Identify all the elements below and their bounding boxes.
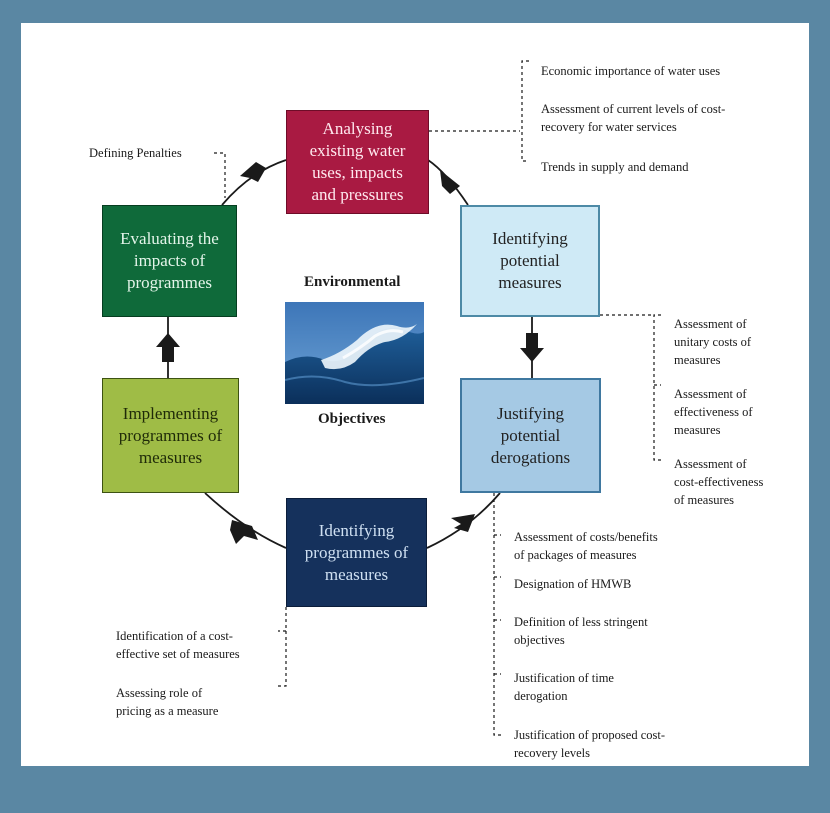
note-analysis-2: Assessment of current levels of cost- re… [541, 102, 726, 134]
note-derogations-2: Designation of HMWB [514, 577, 632, 591]
note-defining-penalties: Defining Penalties [89, 146, 182, 160]
step-identifying-measures-label: Identifying potential measures [492, 229, 568, 292]
step-implementing-label: Implementing programmes of measures [118, 403, 223, 467]
center-title-top: Environmental [304, 274, 401, 290]
note-derogations-3: Definition of less stringent objectives [514, 615, 648, 647]
arrow-top-right [438, 170, 460, 194]
step-justifying-label: Justifying potential derogations [490, 403, 571, 467]
bracket-measures [653, 314, 661, 461]
step-programmes-label: Identifying programmes of measures [304, 520, 409, 584]
cycle-arc-bottom-left [204, 492, 287, 549]
note-measures-2: Assessment of effectiveness of measures [674, 387, 753, 437]
note-analysis-3: Trends in supply and demand [541, 160, 689, 174]
bracket-analysis [521, 60, 529, 162]
step-implementing-box: Implementing programmes of measures [102, 378, 239, 493]
arrow-left [156, 333, 180, 362]
step-justifying-box: Justifying potential derogations [460, 378, 601, 493]
note-derogations-5: Justification of proposed cost- recovery… [514, 728, 666, 760]
leader-defining-penalties [214, 152, 226, 198]
step-programmes-box: Identifying programmes of measures [286, 498, 427, 607]
leader-derogations [493, 493, 501, 736]
arrow-bottom-left [230, 520, 258, 544]
arrow-right [520, 333, 544, 362]
note-programmes-1: Identification of a cost- effective set … [116, 629, 240, 661]
ocean-wave-image [285, 302, 424, 404]
center-title-bottom: Objectives [318, 411, 386, 427]
note-programmes-2: Assessing role of pricing as a measure [116, 686, 219, 718]
step-evaluating-label: Evaluating the impacts of programmes [120, 229, 219, 292]
note-derogations-1: Assessment of costs/benefits of packages… [514, 530, 658, 562]
step-analysing-box: Analysing existing water uses, impacts a… [286, 110, 429, 214]
step-identifying-measures-box: Identifying potential measures [460, 205, 600, 317]
note-measures-3: Assessment of cost-effectiveness of meas… [674, 457, 764, 507]
step-evaluating-box: Evaluating the impacts of programmes [102, 205, 237, 317]
note-analysis-1: Economic importance of water uses [541, 64, 721, 78]
note-derogations-4: Justification of time derogation [514, 671, 614, 703]
step-analysing-label: Analysing existing water uses, impacts a… [309, 119, 406, 204]
note-measures-1: Assessment of unitary costs of measures [674, 317, 752, 367]
leader-programmes [278, 607, 287, 687]
arrow-top-left [240, 162, 266, 182]
arrow-bottom-right [451, 514, 475, 532]
